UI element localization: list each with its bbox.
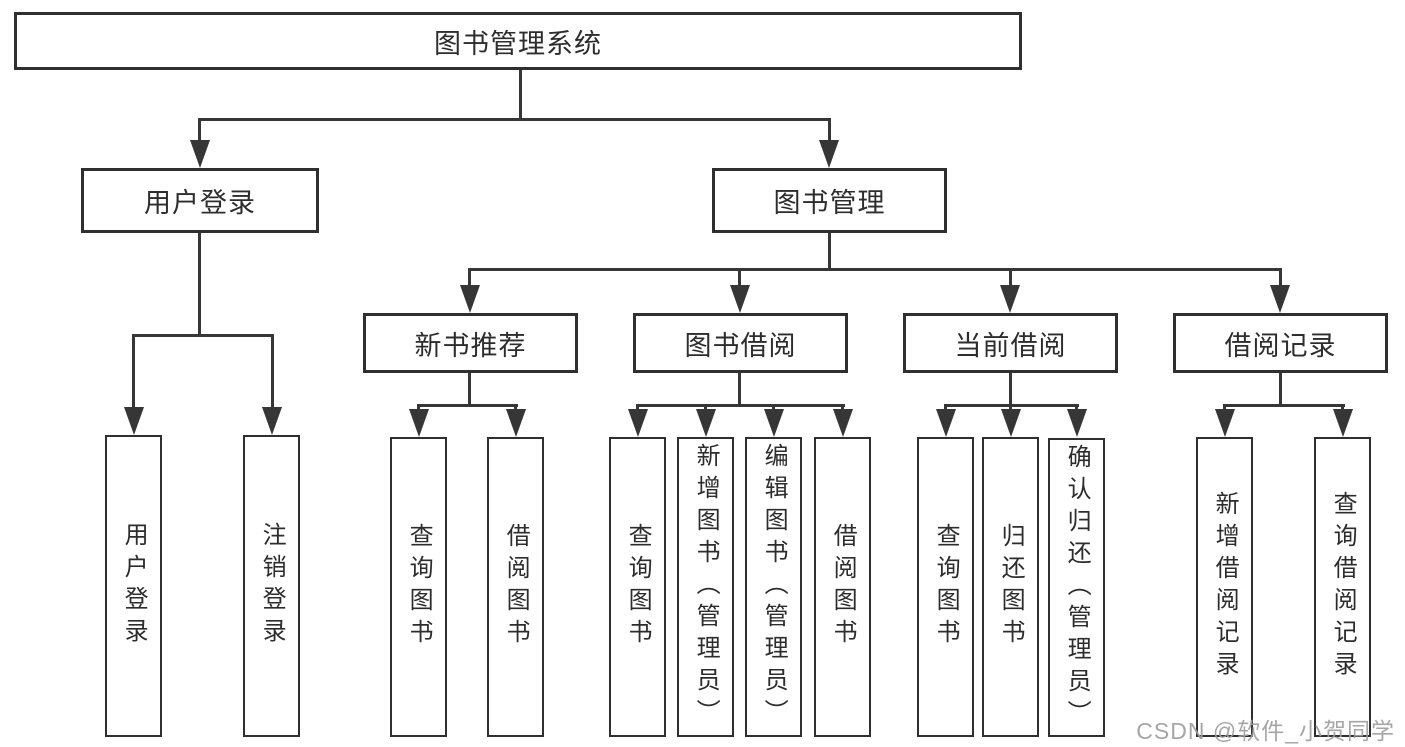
node-new-book-recommend: 新书推荐: [363, 313, 578, 373]
leaf-add-borrow-record-label: 新增借阅记录: [1211, 491, 1239, 683]
node-current-borrow-label: 当前借阅: [954, 330, 1067, 361]
connector-leaf-stem: [704, 404, 707, 412]
connector-level3-stem: [1279, 268, 1282, 288]
arrow-down-icon: [1067, 409, 1087, 437]
leaf-add-books-admin-label: 新增图书（管理员）: [692, 443, 720, 731]
connector-group2-stem: [738, 373, 741, 407]
node-borrow-records: 借阅记录: [1173, 313, 1388, 373]
arrow-down-icon: [1333, 409, 1353, 437]
leaf-query-books-borrow-label: 查询图书: [624, 523, 652, 651]
node-root-label: 图书管理系统: [434, 28, 602, 59]
leaf-query-borrow-record-label: 查询借阅记录: [1329, 491, 1357, 683]
connector-level3-stem: [468, 268, 471, 288]
connector-group4-hline: [1223, 404, 1345, 407]
arrow-down-icon: [936, 409, 956, 437]
node-new-book-recommend-label: 新书推荐: [414, 330, 527, 361]
node-book-management: 图书管理: [712, 168, 947, 233]
leaf-edit-books-admin-label: 编辑图书（管理员）: [760, 443, 788, 731]
leaf-user-login-label: 用户登录: [120, 522, 148, 650]
connector-level3-stem: [1009, 268, 1012, 288]
leaf-return-books: 归还图书: [982, 437, 1039, 737]
connector-leaf-stem: [1075, 404, 1078, 412]
leaf-query-books-recommend-label: 查询图书: [405, 523, 433, 651]
arrow-down-icon: [1215, 409, 1235, 437]
arrow-down-icon: [730, 285, 750, 313]
connector-leaf-stem: [772, 404, 775, 412]
connector-group2-hline: [636, 404, 845, 407]
arrow-down-icon: [409, 409, 429, 437]
connector-level3-stem: [738, 268, 741, 288]
connector-leaf-stem: [944, 404, 947, 412]
connector-leaf-stem: [636, 404, 639, 412]
connector-userlogin-down: [198, 233, 201, 337]
connector-leaf-stem: [841, 404, 844, 412]
arrow-down-icon: [1000, 285, 1020, 313]
connector-leaf-stem: [271, 334, 274, 409]
connector-userlogin-stem: [198, 118, 201, 143]
arrow-down-icon: [1001, 409, 1021, 437]
leaf-return-books-label: 归还图书: [997, 523, 1025, 651]
leaf-add-books-admin: 新增图书（管理员）: [677, 437, 734, 737]
node-book-borrow-label: 图书借阅: [684, 330, 797, 361]
arrow-down-icon: [628, 409, 648, 437]
leaf-logout-label: 注销登录: [258, 522, 286, 650]
arrow-down-icon: [696, 409, 716, 437]
connector-leaf-stem: [132, 334, 135, 409]
connector-root-stem: [519, 70, 522, 121]
arrow-down-icon: [190, 140, 210, 168]
node-user-login-label: 用户登录: [144, 188, 256, 218]
watermark: CSDN @软件_小贺同学: [1136, 718, 1395, 744]
connector-bookmgmt-down: [828, 233, 831, 269]
connector-group1-stem: [468, 373, 471, 407]
connector-group1-hline: [417, 404, 518, 407]
arrow-down-icon: [833, 409, 853, 437]
node-book-borrow: 图书借阅: [633, 313, 848, 373]
leaf-borrow-books-recommend-label: 借阅图书: [502, 523, 530, 651]
leaf-confirm-return-admin-label: 确认归还（管理员）: [1063, 443, 1091, 732]
connector-group3-stem: [1009, 373, 1012, 407]
connector-leaf-stem: [514, 404, 517, 412]
node-user-login: 用户登录: [81, 168, 319, 233]
leaf-borrow-books-recommend: 借阅图书: [487, 437, 544, 737]
connector-leaf-stem: [1341, 404, 1344, 412]
connector-bookmgmt-stem: [828, 118, 831, 143]
connector-userlogin-hline: [132, 334, 274, 337]
arrow-down-icon: [262, 407, 282, 435]
leaf-query-books-current: 查询图书: [917, 437, 974, 737]
leaf-edit-books-admin: 编辑图书（管理员）: [745, 437, 802, 737]
node-current-borrow: 当前借阅: [903, 313, 1118, 373]
leaf-user-login: 用户登录: [105, 435, 162, 737]
connector-level2-hline: [198, 118, 831, 121]
arrow-down-icon: [1270, 285, 1290, 313]
connector-leaf-stem: [1009, 404, 1012, 412]
leaf-confirm-return-admin: 确认归还（管理员）: [1048, 438, 1105, 737]
node-root: 图书管理系统: [14, 12, 1022, 70]
node-book-management-label: 图书管理: [773, 188, 886, 218]
leaf-logout: 注销登录: [243, 435, 300, 737]
leaf-add-borrow-record: 新增借阅记录: [1196, 437, 1253, 737]
arrow-down-icon: [819, 140, 839, 168]
connector-group4-stem: [1279, 373, 1282, 407]
leaf-query-books-current-label: 查询图书: [932, 523, 960, 651]
leaf-borrow-books-label: 借阅图书: [829, 523, 857, 651]
leaf-query-books-borrow: 查询图书: [609, 437, 666, 737]
node-borrow-records-label: 借阅记录: [1224, 330, 1337, 361]
leaf-query-borrow-record: 查询借阅记录: [1314, 437, 1371, 737]
arrow-down-icon: [764, 409, 784, 437]
connector-leaf-stem: [417, 404, 420, 412]
connector-leaf-stem: [1223, 404, 1226, 412]
arrow-down-icon: [460, 285, 480, 313]
arrow-down-icon: [124, 407, 144, 435]
leaf-borrow-books: 借阅图书: [814, 437, 871, 737]
leaf-query-books-recommend: 查询图书: [390, 437, 447, 737]
arrow-down-icon: [506, 409, 526, 437]
connector-level3-hline: [469, 268, 1282, 271]
